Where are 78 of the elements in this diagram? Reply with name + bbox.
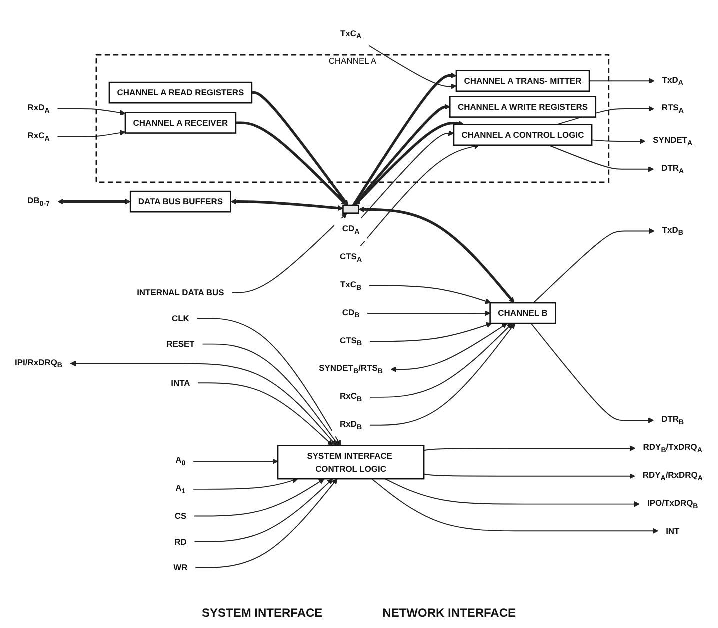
arrow: [384, 478, 640, 508]
node-text: TxC$_{A}$: [340, 28, 362, 41]
node-text: RDY$_{A}$/RxDRQ$_{A}$: [642, 470, 703, 483]
node-text: CTS$_{B}$: [340, 336, 362, 348]
arrow: [232, 213, 348, 294]
arrow: [57, 130, 126, 138]
node-box: CHANNEL A RECEIVER: [124, 112, 237, 134]
arrow: [193, 478, 298, 490]
arrow: [236, 122, 348, 206]
arrow: [252, 92, 348, 206]
node-bar: [342, 205, 360, 214]
node-text: CS: [174, 512, 187, 522]
arrow: [198, 383, 334, 446]
arrow: [193, 459, 278, 465]
node-text: RTS$_{A}$: [662, 103, 684, 116]
node-text: A$_{0}$: [176, 456, 186, 468]
arrow: [368, 46, 457, 90]
node-text: DB$_{0-7}$: [28, 196, 50, 208]
node-text: INTERNAL DATA BUS: [137, 288, 224, 298]
node-text: RESET: [166, 340, 195, 350]
node-text: RD: [174, 537, 187, 548]
arrow: [202, 344, 340, 446]
arrow: [368, 286, 492, 305]
node-text: CTS$_{A}$: [340, 252, 362, 264]
node-text: CD$_{B}$: [342, 308, 360, 320]
arrow: [58, 199, 131, 206]
arrow: [353, 104, 450, 207]
node-text: RDY$_{B}$/TxDRQ$_{A}$: [643, 442, 702, 455]
node-text: IPO/TxDRQ$_{B}$: [648, 498, 698, 511]
node-box: CHANNEL B: [490, 302, 556, 325]
arrow: [195, 479, 338, 569]
arrow: [358, 207, 515, 304]
arrow: [592, 138, 646, 145]
arrow: [369, 322, 492, 342]
arrow: [371, 478, 658, 534]
node-text: RxD$_{A}$: [28, 103, 50, 116]
arrow: [390, 324, 508, 373]
node-text: IPI/RxDRQ$_{B}$: [15, 358, 63, 370]
arrow: [369, 324, 516, 426]
arrow: [424, 474, 636, 480]
section-label: NETWORK INTERFACE: [382, 606, 516, 620]
arrow: [589, 78, 655, 84]
node-box: CHANNEL A READ REGISTERS: [108, 82, 253, 104]
node-box: DATA BUS BUFFERS: [130, 191, 232, 214]
arrow: [352, 73, 457, 207]
node-text: WR: [174, 563, 188, 573]
node-text: SYNDET$_{B}$/RTS$_{B}$: [319, 364, 383, 376]
arrow: [360, 130, 454, 220]
arrow: [194, 479, 325, 518]
section-label: SYSTEM INTERFACE: [202, 606, 323, 620]
node-text: DTR$_{B}$: [662, 414, 684, 427]
node-text: TxD$_{B}$: [662, 225, 684, 238]
node-text: INT: [666, 526, 680, 536]
arrow: [196, 318, 342, 446]
node-text: RxC$_{A}$: [28, 131, 50, 144]
arrow: [367, 310, 491, 317]
node-text: RxC$_{B}$: [340, 392, 362, 404]
node-box: CHANNEL A CONTROL LOGIC: [453, 124, 593, 146]
arrow: [424, 446, 636, 452]
node-text: SYNDET$_{A}$: [653, 136, 693, 148]
arrow: [530, 323, 654, 424]
node-box: SYSTEM INTERFACE CONTROL LOGIC: [277, 446, 425, 480]
node-text: A$_{1}$: [176, 484, 186, 496]
arrow: [360, 144, 480, 248]
arrow: [230, 199, 344, 212]
node-text: CLK: [172, 314, 190, 324]
node-text: INTA: [171, 378, 190, 388]
arrow: [533, 228, 655, 304]
node-box: CHANNEL A WRITE REGISTERS: [449, 96, 597, 118]
node-text: DTR$_{A}$: [662, 164, 684, 176]
node-text: TxC$_{B}$: [340, 280, 362, 292]
node-box: CHANNEL A TRANS- MITTER: [456, 70, 590, 92]
arrow: [57, 108, 126, 116]
arrow: [369, 324, 513, 398]
arrow: [354, 122, 465, 206]
arrow: [70, 361, 337, 446]
arrow: [194, 479, 334, 543]
node-text: TxD$_{A}$: [662, 75, 684, 88]
